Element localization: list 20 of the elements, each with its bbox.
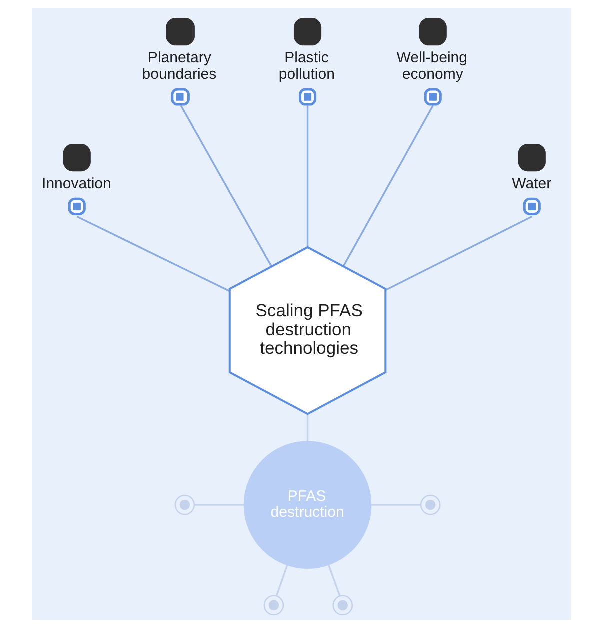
node-circle [174, 494, 195, 516]
connector [342, 105, 434, 267]
connector [194, 504, 244, 506]
node-label: Plastic pollution [278, 50, 334, 83]
node-label: Planetary boundaries [142, 50, 216, 83]
node-label: Well-being economy [396, 50, 468, 83]
connector [180, 105, 272, 267]
connector [385, 216, 532, 292]
node-label: Water [512, 176, 552, 193]
node-circle [332, 595, 353, 616]
node-label: Innovation [42, 176, 111, 193]
connector [306, 414, 308, 442]
node-circle [263, 595, 284, 616]
node-circle [420, 494, 440, 516]
connector [275, 565, 288, 597]
connector [76, 216, 230, 292]
node-circle: PFAS destruction [243, 441, 372, 569]
connector [327, 564, 340, 596]
connector [370, 504, 420, 506]
connector [306, 106, 308, 248]
